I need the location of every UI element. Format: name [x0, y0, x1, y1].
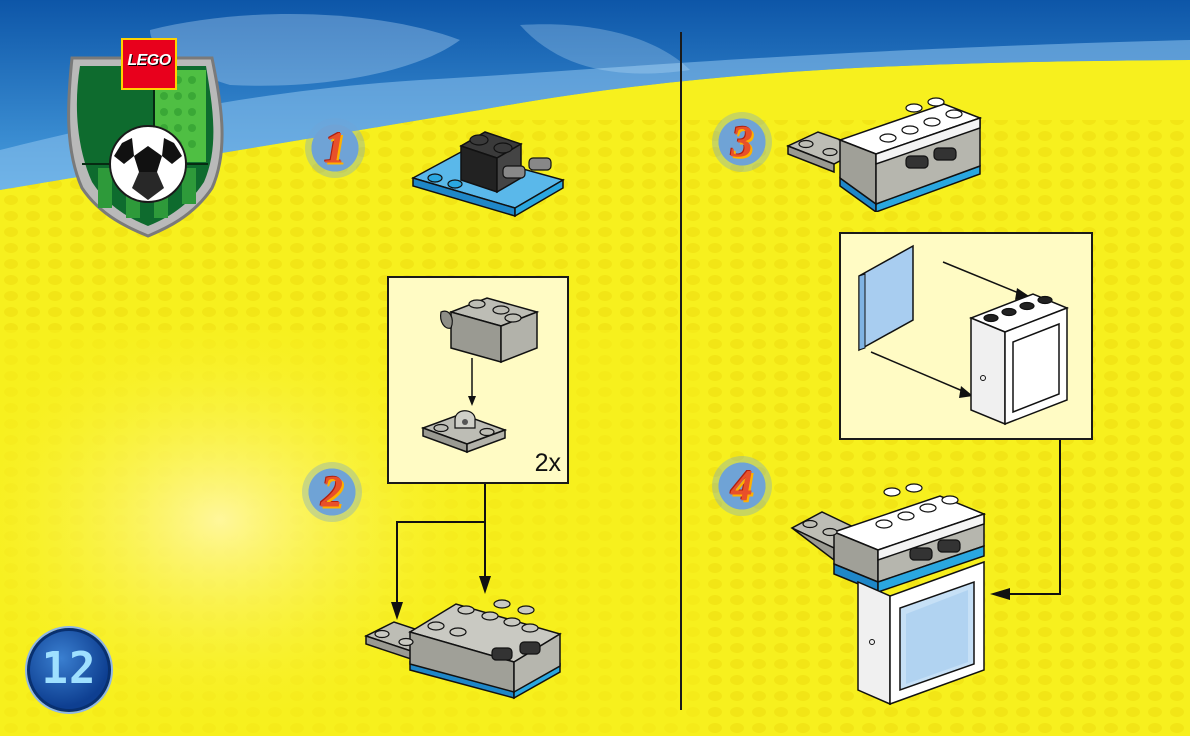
lego-logo-text: LEGO [127, 52, 171, 69]
step-number-3: 3 [712, 112, 772, 172]
page-number: 12 [41, 643, 97, 694]
step-number-2: 2 [302, 462, 362, 522]
step-4-model [790, 483, 987, 706]
step-2-placement-arrows [391, 484, 491, 620]
step-2-model [364, 599, 562, 700]
quantity-multiplier: 2x [534, 449, 561, 477]
step-number-4: 4 [712, 456, 772, 516]
step-number-1: 1 [305, 118, 365, 178]
lego-logo: LEGO [121, 38, 177, 90]
page-number-badge: 12 [27, 628, 111, 712]
step-2-sub-assembly-callout: 2x [387, 276, 569, 484]
page-divider [680, 32, 682, 710]
step-4-placement-arrow [990, 440, 1061, 600]
step-1-model [411, 131, 565, 218]
hinge-sub-assembly-diagram [420, 297, 540, 454]
step-4-window-callout [839, 232, 1093, 440]
window-assembly-diagram [858, 244, 1070, 426]
step-3-model [786, 97, 983, 212]
